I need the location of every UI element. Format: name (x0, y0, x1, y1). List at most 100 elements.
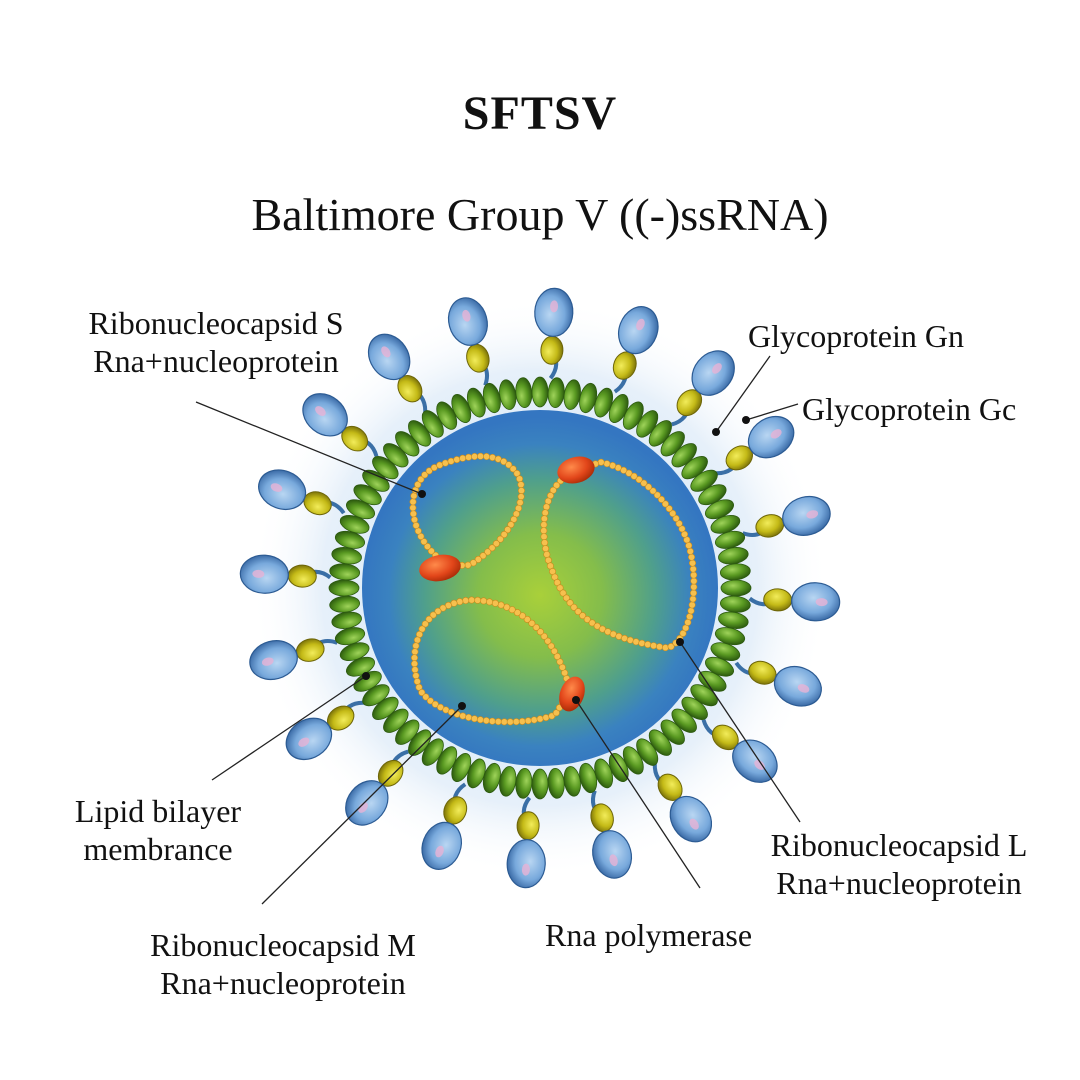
glycoprotein-gc-highlight (815, 598, 828, 607)
marker-rna-pol (572, 696, 580, 704)
rna-bead (439, 604, 447, 612)
rna-bead (540, 632, 548, 640)
label-ribo-m-line1: Ribonucleocapsid M (150, 927, 416, 963)
label-ribonucleocapsid-l: Ribonucleocapsid L Rna+nucleoprotein (738, 826, 1060, 902)
leader-ribo-s (195, 401, 423, 495)
rna-bead (411, 660, 419, 668)
rna-bead (630, 472, 638, 480)
glycoprotein-gc-highlight (521, 863, 530, 876)
rna-bead (530, 716, 538, 724)
rna-bead (488, 717, 496, 725)
rna-bead (649, 487, 657, 495)
glycoprotein-gc-highlight (252, 569, 265, 578)
rna-bead (474, 596, 482, 604)
diagram-title: SFTSV (462, 87, 618, 140)
rna-bead (635, 476, 643, 484)
rna-bead (687, 607, 695, 615)
rna-bead (603, 460, 611, 468)
ribonucleocapsid-strands (409, 452, 698, 726)
rna-bead (547, 642, 555, 650)
label-glycoprotein-gc: Glycoprotein Gc (802, 391, 1017, 427)
label-glycoprotein-gn: Glycoprotein Gn (748, 318, 964, 354)
rna-bead (588, 619, 596, 627)
rna-bead (483, 453, 491, 461)
rna-bead (494, 718, 502, 726)
leader-rna-pol (575, 699, 701, 889)
rna-bead (471, 453, 479, 461)
rna-bead (504, 526, 512, 534)
rna-bead (459, 454, 467, 462)
label-rna-polymerase: Rna polymerase (545, 917, 753, 953)
rna-bead (447, 457, 455, 465)
marker-ribo-s (418, 490, 426, 498)
rna-bead (474, 555, 482, 563)
rna-bead (464, 561, 472, 569)
rna-bead (661, 644, 669, 652)
rna-bead (459, 712, 467, 720)
rna-bead (422, 693, 430, 701)
rna-bead (684, 618, 692, 626)
rna-bead (650, 642, 658, 650)
label-lipid-line1: Lipid bilayer (74, 793, 242, 829)
rna-bead (640, 479, 648, 487)
label-ribo-m-line2: Rna+nucleoprotein (160, 965, 406, 1001)
glycoprotein-gc-highlight (754, 760, 765, 770)
membrane-bead (720, 579, 752, 597)
rna-bead (409, 498, 417, 506)
rna-bead (690, 583, 698, 591)
rna-bead (500, 531, 508, 539)
rna-bead (506, 718, 514, 726)
glycoprotein-gc-highlight (270, 483, 283, 492)
rna-bead (690, 589, 698, 597)
rna-bead (423, 542, 431, 550)
rna-bead (412, 642, 420, 650)
rna-bead (468, 596, 476, 604)
rna-bead (583, 615, 591, 623)
rna-bead (517, 493, 525, 501)
glycoprotein-gc-highlight (462, 309, 471, 322)
glycoprotein-spikes (239, 287, 841, 889)
rna-bead (411, 666, 419, 674)
rna-bead (644, 641, 652, 649)
rna-bead (632, 638, 640, 646)
rna-bead (523, 615, 531, 623)
rna-bead (541, 509, 549, 517)
lipid-bilayer-membrane (328, 376, 752, 800)
marker-ribo-m (458, 702, 466, 710)
glycoprotein-gc-unit (239, 554, 289, 594)
rna-bead (413, 678, 421, 686)
rna-bead (413, 636, 421, 644)
rna-bead (540, 515, 548, 523)
rna-bead (552, 709, 560, 717)
rna-bead (516, 499, 524, 507)
rna-bead (482, 717, 490, 725)
rna-bead (409, 504, 417, 512)
rna-bead (536, 628, 544, 636)
glycoprotein-gc-highlight (806, 510, 819, 519)
rna-polymerase-s (419, 554, 461, 582)
glycoprotein-gc-highlight (261, 657, 274, 666)
rna-bead (672, 514, 680, 522)
marker-gly-gn (712, 428, 720, 436)
glycoprotein-gc-highlight (797, 684, 810, 693)
rna-bead (661, 500, 669, 508)
rna-bead (410, 654, 418, 662)
glycoprotein-gc-highlight (712, 363, 722, 374)
rna-bead (453, 710, 461, 718)
rna-bead (431, 700, 439, 708)
rna-bead (414, 481, 422, 489)
marker-ribo-l (676, 638, 684, 646)
glycoprotein-gc-highlight (550, 300, 559, 313)
rna-bead (542, 545, 550, 553)
membrane-bead (328, 579, 360, 597)
rna-bead (665, 505, 673, 513)
rna-bead (593, 622, 601, 630)
membrane-bead (531, 768, 549, 800)
rna-bead (678, 525, 686, 533)
membrane-bead (719, 563, 751, 581)
rna-bead (518, 612, 526, 620)
rna-bead (517, 481, 525, 489)
rna-bead (544, 637, 552, 645)
